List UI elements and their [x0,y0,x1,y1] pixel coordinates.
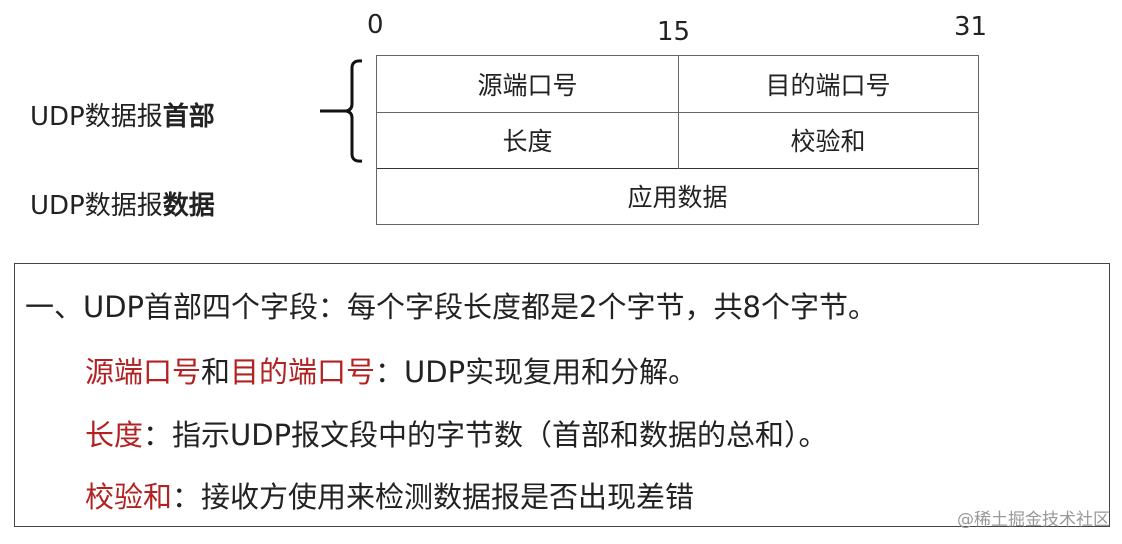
notes-box: 一、UDP首部四个字段：每个字段长度都是2个字节，共8个字节。 源端口号和目的端… [14,263,1110,527]
field-application-data: 应用数据 [627,183,728,212]
row-divider [377,112,978,113]
field-length: 长度 [502,127,553,156]
bit-label-0: 0 [367,10,384,40]
bit-label-15: 15 [657,17,691,47]
header-label: UDP数据报首部 [30,102,215,132]
udp-datagram-grid: 源端口号 目的端口号 长度 校验和 应用数据 [376,55,979,225]
note-line-1: 一、UDP首部四个字段：每个字段长度都是2个字节，共8个字节。 [25,290,877,324]
note-line-3: 长度：指示UDP报文段中的字节数（首部和数据的总和）。 [85,418,828,452]
bit-label-31: 31 [954,12,988,42]
row-divider [377,168,978,169]
note-line-2: 源端口号和目的端口号：UDP实现复用和分解。 [85,355,698,389]
field-source-port: 源端口号 [477,71,578,100]
column-divider [678,56,679,169]
data-label: UDP数据报数据 [30,191,215,221]
brace-icon [320,59,363,163]
field-destination-port: 目的端口号 [765,71,891,100]
field-checksum: 校验和 [790,127,866,156]
note-line-4: 校验和：接收方使用来检测数据报是否出现差错 [85,480,695,514]
watermark: @稀土掘金技术社区 [957,510,1110,530]
